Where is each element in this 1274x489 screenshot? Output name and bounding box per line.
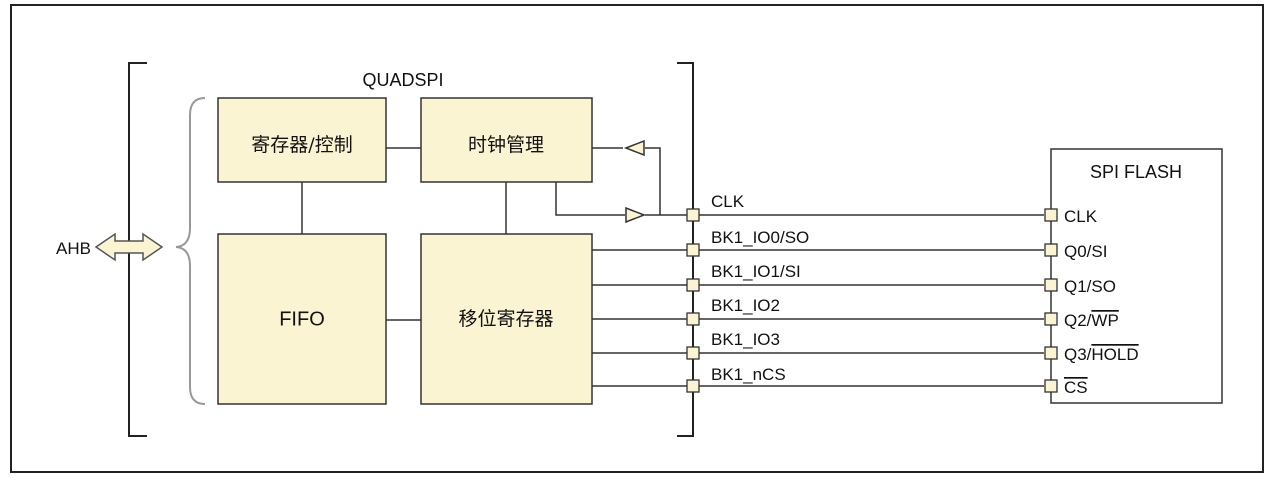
clock-feedback-buffer-icon [623,139,645,157]
pin-square [686,346,700,360]
internal-connections [301,147,1044,387]
shift-reg-label: 移位寄存器 [458,308,553,330]
reg-ctrl-block: 寄存器/控制 [217,97,387,183]
pin-label: BK1_IO3 [711,330,780,349]
flash-pin-label: CLK [1064,207,1098,226]
quadspi-title: QUADSPI [362,70,443,90]
pin-square [686,278,700,292]
pin-label: BK1_nCS [711,365,786,384]
flash-pin-label: Q0/SI [1064,242,1107,261]
pin-square [686,208,700,222]
flash-pin-label: CS [1064,378,1088,397]
ahb-label: AHB [56,239,91,258]
shift-reg-block: 移位寄存器 [420,233,593,405]
flash-pin-label: Q1/SO [1064,277,1116,296]
fifo-block: FIFO [217,233,387,405]
pin-square [1044,208,1058,222]
pin-square [1044,346,1058,360]
fifo-label: FIFO [279,308,325,330]
spi-flash-title: SPI FLASH [1090,162,1182,182]
pin-label: BK1_IO0/SO [711,228,809,247]
pin-label: BK1_IO1/SI [711,262,801,281]
pin-square [1044,312,1058,326]
pin-square [1044,379,1058,393]
clock-mgmt-block: 时钟管理 [420,97,593,183]
pin-label: BK1_IO2 [711,296,780,315]
flash-pin-label: Q3/HOLD [1064,345,1139,364]
clock-out-buffer-icon [625,206,647,224]
ahb-double-arrow-icon [94,232,164,262]
clock-mgmt-label: 时钟管理 [468,134,544,156]
flash-pin-label: Q2/WP [1064,311,1119,330]
pin-square [686,312,700,326]
pin-label: CLK [711,192,745,211]
quadspi-pins: CLK BK1_IO0/SO BK1_IO1/SI BK1_IO2 BK1_IO… [686,192,809,393]
reg-ctrl-label: 寄存器/控制 [251,134,352,156]
spi-flash-chip: SPI FLASH CLK Q0/SI Q1/SO Q2/WP Q3/HOLD … [1044,148,1223,404]
pin-square [686,379,700,393]
pin-square [1044,243,1058,257]
curly-brace [175,97,206,405]
pin-square [1044,278,1058,292]
pin-square [686,243,700,257]
